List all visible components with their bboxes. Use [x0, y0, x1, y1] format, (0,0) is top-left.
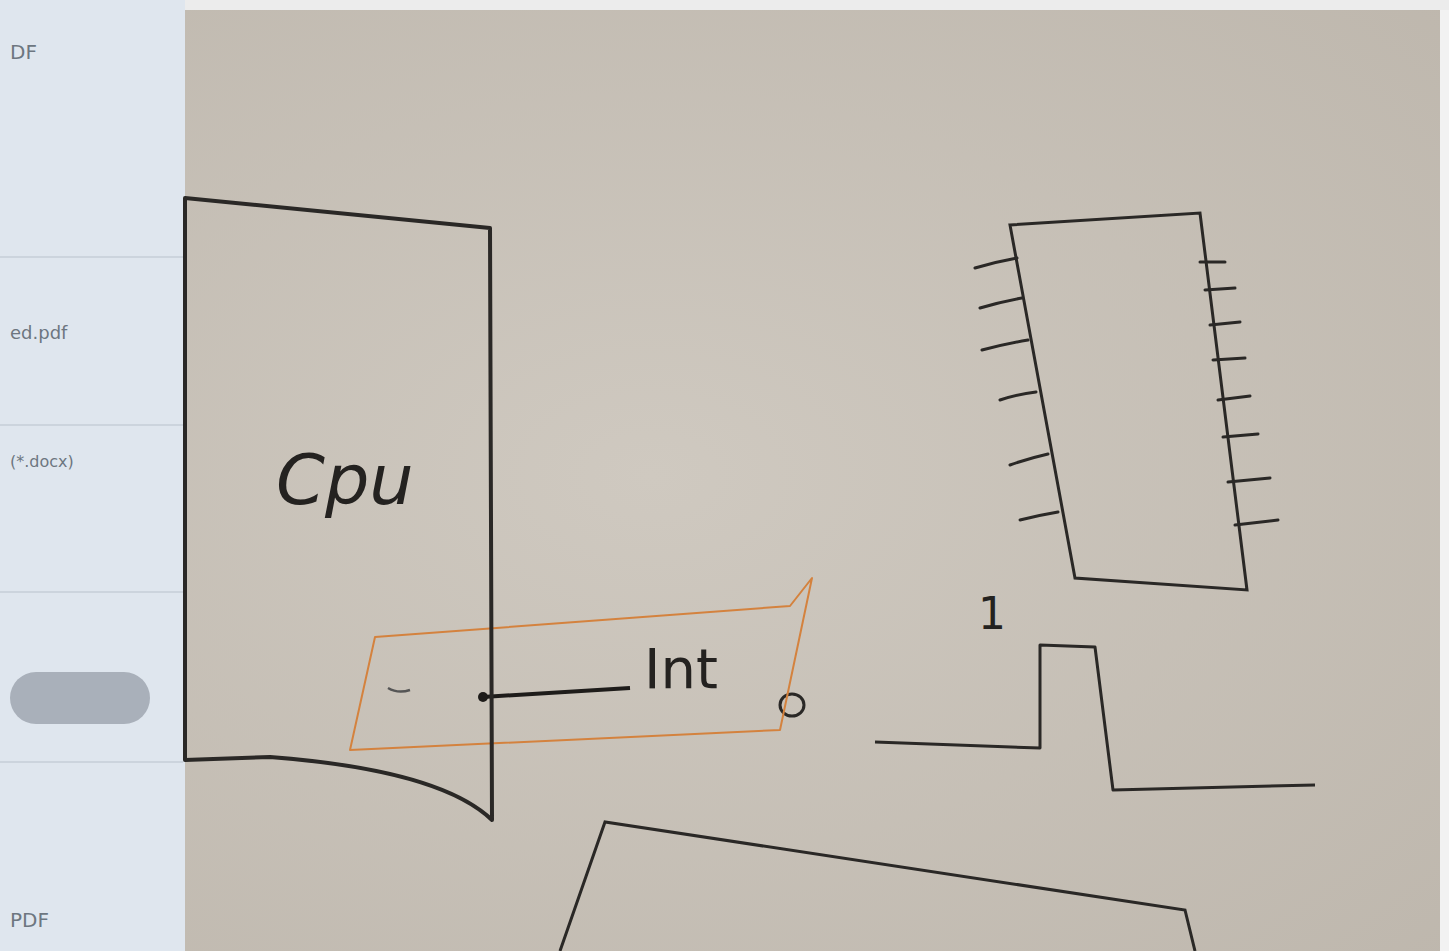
sidebar-text: PDF — [10, 908, 49, 932]
pin-dot — [478, 692, 488, 702]
pulse-waveform — [875, 645, 1315, 790]
sidebar-text: (*.docx) — [10, 452, 74, 471]
level-label: 1 — [978, 588, 1006, 639]
interrupt-wire — [483, 688, 630, 697]
box-outline-path — [185, 198, 492, 820]
highlight-outline — [350, 578, 812, 750]
sidebar-text: ed.pdf — [10, 322, 67, 343]
signal-name: Int — [644, 636, 718, 701]
sidebar-separators — [0, 257, 183, 762]
window-edge — [183, 0, 1449, 10]
chip-symbol — [975, 213, 1278, 590]
wire-tick — [388, 688, 410, 692]
window-edge — [1440, 0, 1449, 951]
box-label: Cpu — [276, 439, 414, 521]
sidebar-panel — [0, 0, 185, 951]
cpu-box: Cpu — [180, 190, 500, 830]
sidebar-text: DF — [10, 40, 37, 64]
lower-shape — [560, 822, 1195, 951]
sidebar-button — [10, 672, 150, 724]
